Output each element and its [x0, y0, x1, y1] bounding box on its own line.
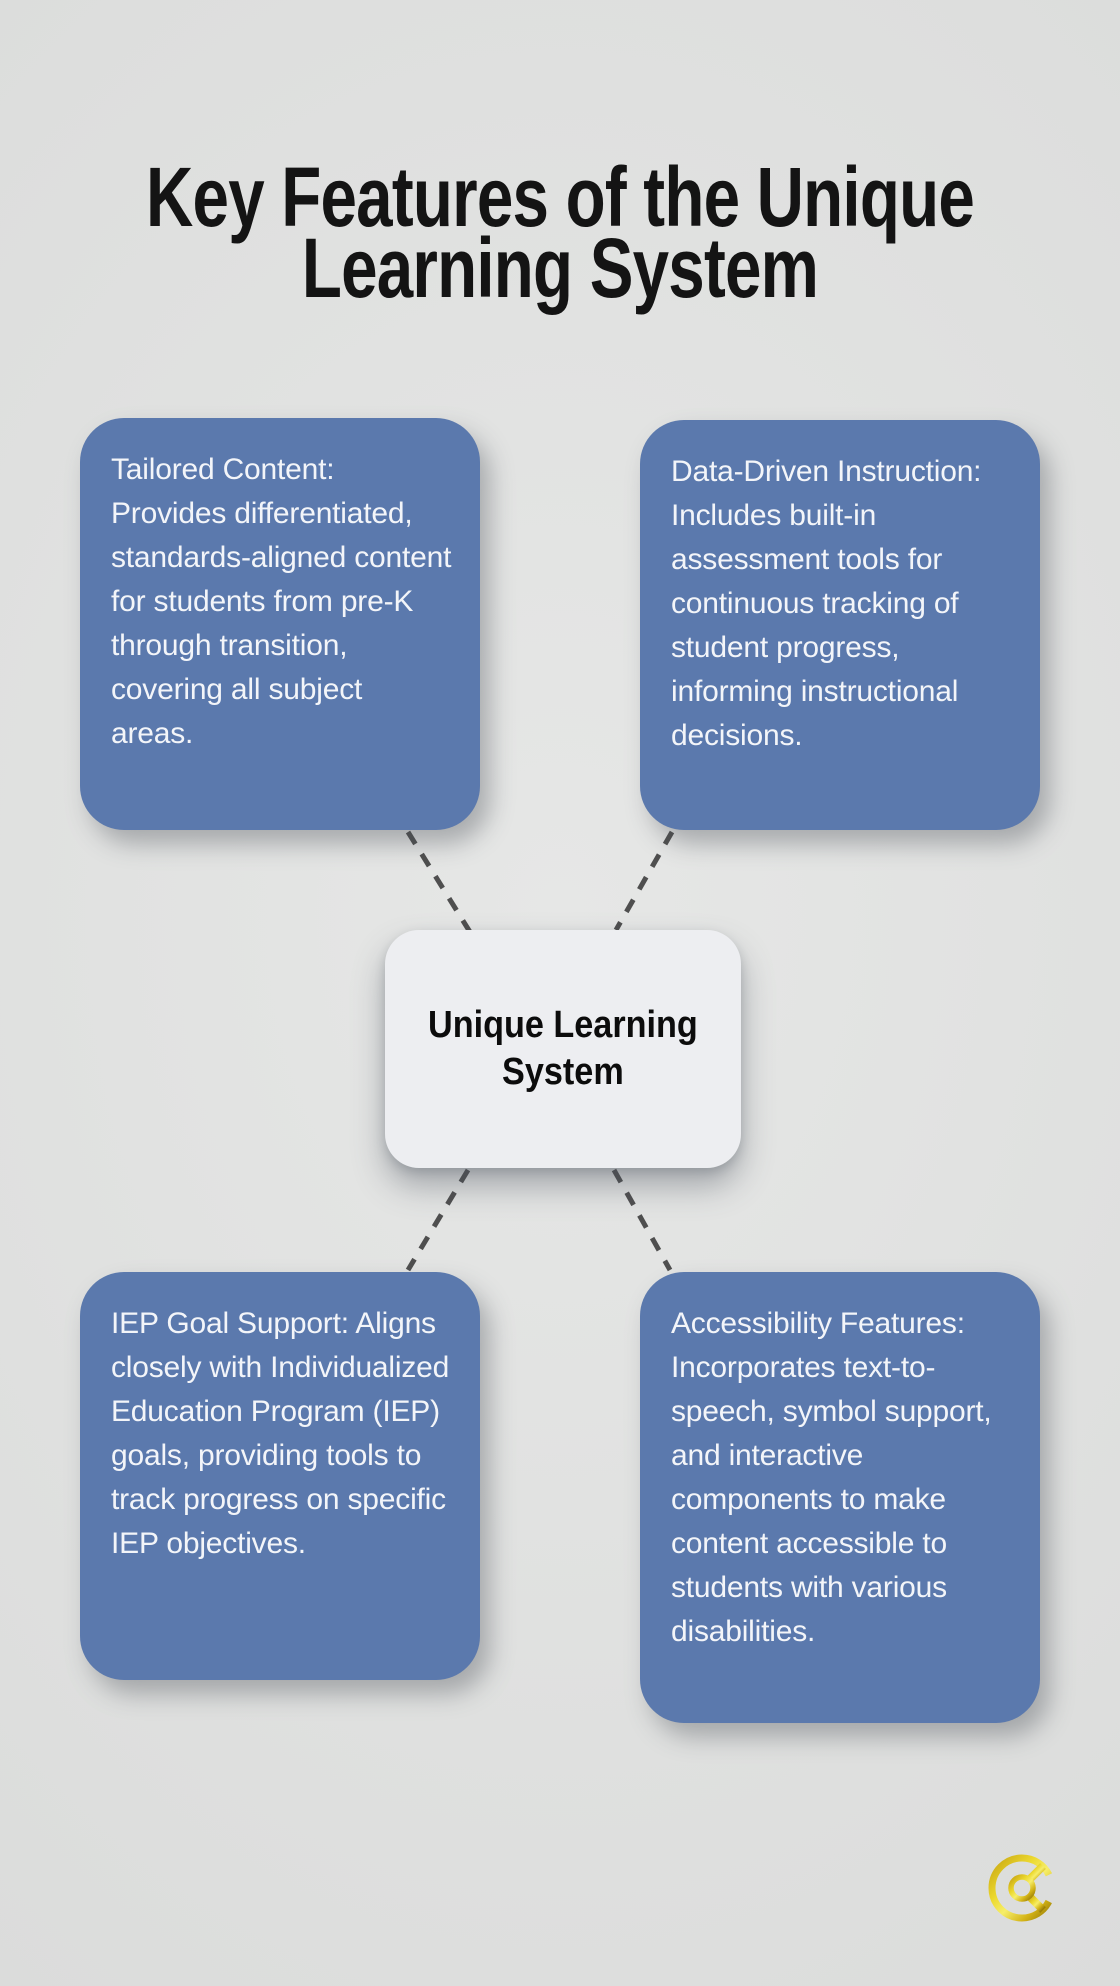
feature-card-accessibility-features: Accessibility Features: Incorporates tex…: [640, 1272, 1040, 1723]
connector-line-bottom-left: [405, 1168, 471, 1272]
feature-text-accessibility-features: Accessibility Features: Incorporates tex…: [671, 1307, 992, 1648]
center-node-line-2: System: [502, 1051, 624, 1093]
connector-line-top-right: [613, 830, 675, 932]
logo-outer-ring: [988, 1854, 1056, 1922]
feature-text-data-driven-instruction: Data-Driven Instruction: Includes built-…: [671, 455, 982, 752]
gold-q-logo-graphic: [988, 1854, 1056, 1922]
center-node-line-1: Unique Learning: [428, 1004, 698, 1046]
feature-card-tailored-content: Tailored Content: Provides differentiate…: [80, 418, 480, 830]
feature-card-iep-goal-support: IEP Goal Support: Aligns closely with In…: [80, 1272, 480, 1680]
feature-text-iep-goal-support: IEP Goal Support: Aligns closely with In…: [111, 1307, 450, 1560]
logo-band-bottom-right: [1026, 1893, 1046, 1913]
page-title-line-2: Learning System: [301, 221, 819, 316]
center-node-label: Unique Learning System: [428, 1002, 698, 1096]
page-title-line-1: Key Features of the Unique: [146, 150, 975, 245]
connector-line-bottom-right: [611, 1168, 673, 1272]
logo-band-top-right: [1026, 1863, 1046, 1883]
page-title: Key Features of the Unique Learning Syst…: [123, 150, 997, 316]
feature-text-tailored-content: Tailored Content: Provides differentiate…: [111, 453, 452, 750]
center-node: Unique Learning System: [385, 930, 741, 1168]
connector-line-top-left: [405, 830, 473, 934]
feature-card-data-driven-instruction: Data-Driven Instruction: Includes built-…: [640, 420, 1040, 830]
logo-q-ring: [1008, 1874, 1036, 1902]
gold-q-logo: [982, 1848, 1062, 1928]
